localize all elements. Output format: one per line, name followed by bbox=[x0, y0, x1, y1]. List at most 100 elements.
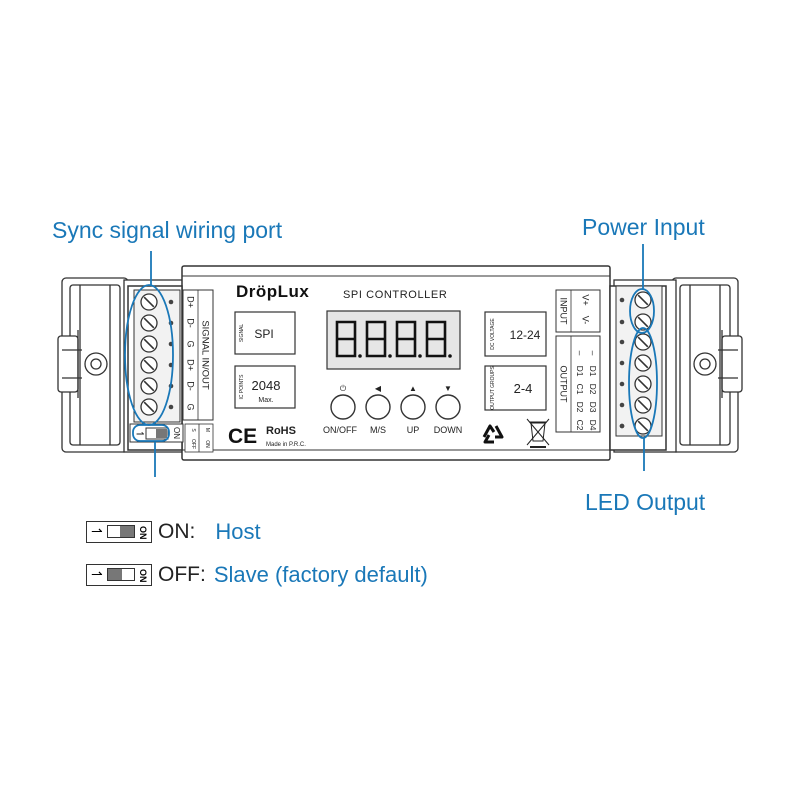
dip-m-label: M bbox=[204, 428, 210, 432]
output-pin-label: C1 bbox=[575, 384, 585, 395]
switch-on-diagram: ⇀ ON bbox=[86, 521, 152, 543]
left-pin-label: G bbox=[186, 403, 196, 410]
down-triangle-icon: ▼ bbox=[444, 384, 452, 393]
output-pin-label: – bbox=[575, 351, 585, 356]
switch-arrow-icon: ⇀ bbox=[91, 523, 103, 539]
switch-on-text: ON bbox=[138, 569, 148, 583]
right-terminal-dot bbox=[619, 381, 625, 387]
ic-points-box: IC POINTS 2048 Max. bbox=[234, 365, 296, 409]
control-button[interactable]: ◀M/S bbox=[365, 384, 391, 435]
power-terminal-screw[interactable] bbox=[634, 291, 652, 309]
left-terminal-screw[interactable] bbox=[140, 314, 158, 332]
right-mounting-bracket bbox=[671, 277, 743, 453]
left-pin-label: D- bbox=[186, 318, 196, 328]
input-header: INPUT bbox=[559, 298, 569, 326]
display-digit bbox=[365, 320, 387, 358]
power-terminal-screw[interactable] bbox=[634, 313, 652, 331]
left-pin-label: D+ bbox=[186, 296, 196, 308]
ic-points-sub: Max. bbox=[258, 397, 273, 404]
control-button[interactable]: ▲ UP bbox=[400, 384, 426, 435]
sync-port-callout: Sync signal wiring port bbox=[52, 217, 283, 243]
seven-segment-display bbox=[326, 310, 461, 370]
dip-s-label: S bbox=[190, 428, 196, 432]
output-pin-label: D2 bbox=[588, 384, 598, 395]
left-terminal-screw[interactable] bbox=[140, 293, 158, 311]
power-input-callout: Power Input bbox=[582, 214, 705, 240]
input-pin-vminus: V- bbox=[581, 316, 591, 325]
ic-points-value: 2048 bbox=[252, 378, 281, 393]
output-header: OUTPUT bbox=[559, 366, 569, 404]
right-terminal-dot bbox=[619, 360, 625, 366]
led-output-callout: LED Output bbox=[585, 489, 706, 515]
display-decimal-point bbox=[448, 354, 452, 358]
right-terminal-dot bbox=[619, 402, 625, 408]
output-terminal-screw[interactable] bbox=[634, 354, 652, 372]
switch-on-text: ON bbox=[138, 526, 148, 540]
power-icon: ⏻ bbox=[340, 384, 347, 393]
left-terminal-screw[interactable] bbox=[140, 398, 158, 416]
output-pin-label: D2 bbox=[575, 402, 585, 413]
legend-off-key: OFF: bbox=[158, 563, 206, 586]
left-mounting-bracket bbox=[57, 277, 129, 453]
voltage-value: 12-24 bbox=[510, 328, 541, 342]
display-decimal-point bbox=[358, 354, 362, 358]
voltage-box: DC VOLTAGE 12-24 bbox=[484, 311, 547, 357]
rohs-mark: RoHS bbox=[266, 425, 296, 437]
switch-arrow-icon: ⇀ bbox=[91, 566, 103, 582]
signal-box: SIGNAL SPI bbox=[234, 311, 296, 355]
switch-knob bbox=[108, 569, 122, 580]
output-pin-label: – bbox=[588, 351, 598, 356]
right-terminal-dot bbox=[619, 319, 625, 325]
led-output-oval bbox=[628, 327, 658, 439]
legend-on-row: ⇀ ON ON: Host bbox=[86, 517, 261, 547]
button-label: UP bbox=[407, 425, 420, 435]
output-pin-label: D1 bbox=[575, 366, 585, 377]
brand-logo: DröpLux bbox=[236, 282, 309, 301]
left-screw-terminals bbox=[140, 293, 174, 416]
made-in-text: Made in P.R.C. bbox=[266, 442, 306, 448]
left-terminal-dot bbox=[168, 299, 174, 305]
input-pin-vplus: V+ bbox=[581, 294, 591, 305]
ce-mark: CE bbox=[228, 425, 257, 448]
switch-off-diagram: ⇀ ON bbox=[86, 564, 152, 586]
switch-knob bbox=[120, 526, 134, 537]
dip-switch-highlight bbox=[132, 424, 170, 442]
output-groups-value: 2-4 bbox=[514, 381, 533, 396]
left-terminal-screw[interactable] bbox=[140, 356, 158, 374]
dip-off-label: OFF bbox=[190, 439, 196, 449]
legend-off-value: Slave (factory default) bbox=[213, 562, 428, 587]
display-digit bbox=[335, 320, 357, 358]
voltage-label: DC VOLTAGE bbox=[490, 318, 496, 350]
device-title: SPI CONTROLLER bbox=[343, 289, 447, 301]
ic-points-label: IC POINTS bbox=[239, 374, 245, 400]
up-triangle-icon: ▲ bbox=[409, 384, 417, 393]
output-pin-label: D1 bbox=[588, 366, 598, 377]
output-terminal-screw[interactable] bbox=[634, 396, 652, 414]
dip-switch-knob bbox=[156, 429, 167, 438]
display-digit bbox=[425, 320, 447, 358]
control-buttons: ⏻ON/OFF ◀M/S ▲ UP ▼ DOWN bbox=[323, 384, 462, 435]
power-input-oval bbox=[629, 288, 655, 334]
output-pin-label: D4 bbox=[588, 420, 598, 431]
display-decimal-point bbox=[418, 354, 422, 358]
button-label: M/S bbox=[370, 425, 386, 435]
output-pin-label: C2 bbox=[575, 420, 585, 431]
control-button[interactable]: ⏻ON/OFF bbox=[323, 384, 357, 435]
signal-in-out-header: SIGNAL IN/OUT bbox=[199, 320, 210, 390]
output-terminal-screw[interactable] bbox=[634, 375, 652, 393]
legend-on-key: ON: bbox=[158, 520, 196, 543]
output-terminal-screw[interactable] bbox=[634, 417, 652, 435]
left-terminal-screw[interactable] bbox=[140, 377, 158, 395]
right-terminal-dot bbox=[619, 339, 625, 345]
output-pin-label: D3 bbox=[588, 402, 598, 413]
right-terminal-block bbox=[615, 285, 663, 437]
control-button[interactable]: ▼ DOWN bbox=[434, 384, 463, 435]
dip-switch-area: ⇀ ON S OFF M ON bbox=[129, 423, 214, 453]
output-terminal-screw[interactable] bbox=[634, 333, 652, 351]
recycle-icon bbox=[482, 424, 504, 444]
switch-body bbox=[107, 568, 135, 581]
left-terminal-screw[interactable] bbox=[140, 335, 158, 353]
dip-on-label: ON bbox=[172, 427, 181, 439]
button-label: DOWN bbox=[434, 425, 463, 435]
